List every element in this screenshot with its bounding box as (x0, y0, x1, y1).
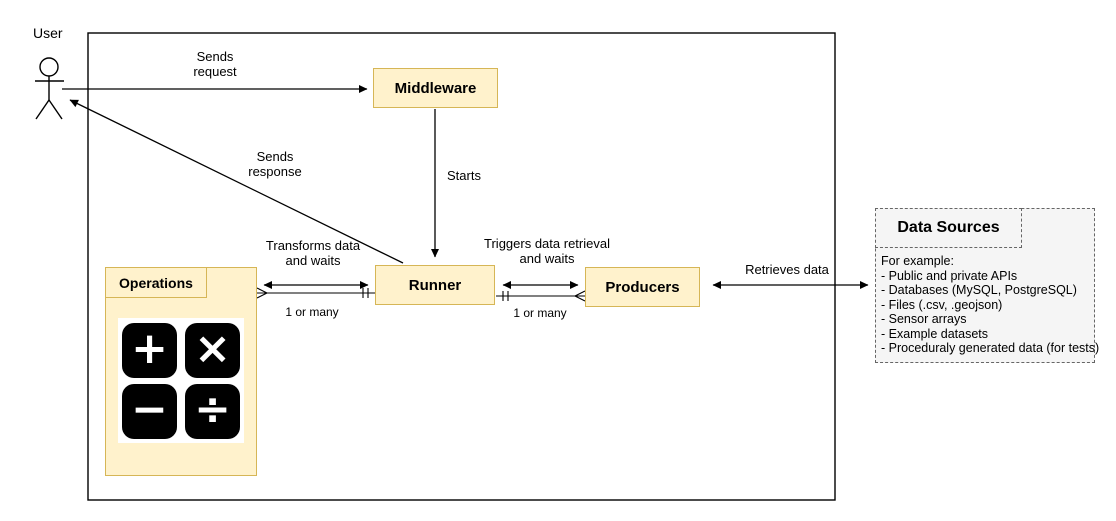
label-triggers: Triggers data retrieval and waits (484, 236, 610, 267)
node-operations: Operations + × − ÷ (105, 267, 257, 476)
node-producers: Producers (585, 267, 700, 307)
node-middleware: Middleware (373, 68, 498, 108)
user-actor-icon (35, 57, 64, 120)
node-runner-label: Runner (408, 276, 462, 294)
label-cardinality-right: 1 or many (513, 306, 567, 320)
multiply-icon: × (185, 323, 240, 378)
data-sources-line: - Public and private APIs (881, 268, 1018, 283)
calculator-icon: + × − ÷ (118, 318, 244, 443)
minus-icon: − (122, 384, 177, 439)
node-runner: Runner (375, 265, 495, 305)
divide-icon: ÷ (185, 384, 240, 439)
label-sends-response: Sends response (248, 149, 302, 180)
node-operations-label: Operations (119, 274, 193, 291)
data-sources-line: - Proceduraly generated data (for tests) (881, 341, 1100, 356)
node-operations-title: Operations (105, 267, 207, 298)
edge-sends-response (69, 99, 404, 264)
label-sends-request: Sends request (193, 49, 237, 80)
label-cardinality-left: 1 or many (285, 305, 339, 319)
edge-cardinality-left (256, 287, 375, 299)
plus-icon: + (122, 323, 177, 378)
data-sources-title-label: Data Sources (897, 219, 1000, 236)
node-middleware-label: Middleware (394, 79, 477, 97)
note-data-sources-title: Data Sources (875, 208, 1022, 248)
data-sources-line: - Example datasets (881, 326, 988, 341)
system-boundary (87, 32, 836, 501)
data-sources-line: - Databases (MySQL, PostgreSQL) (881, 283, 1077, 298)
data-sources-line: - Sensor arrays (881, 312, 967, 327)
data-sources-line: For example: (881, 254, 954, 268)
label-retrieves: Retrieves data (745, 262, 829, 277)
data-sources-list: For example: - Public and private APIs -… (881, 254, 1100, 356)
user-label: User (33, 25, 63, 41)
label-starts: Starts (447, 168, 481, 183)
node-producers-label: Producers (605, 278, 680, 296)
edge-cardinality-right (496, 290, 586, 302)
data-sources-line: - Files (.csv, .geojson) (881, 297, 1003, 312)
label-transforms: Transforms data and waits (265, 238, 361, 269)
